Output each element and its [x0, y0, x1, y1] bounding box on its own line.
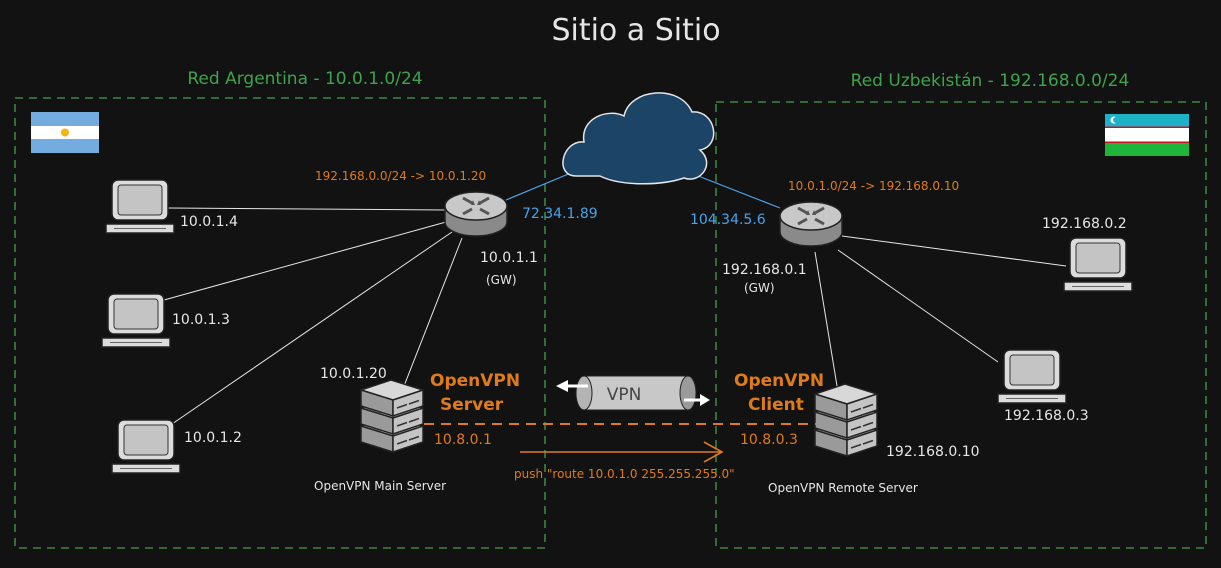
left-server-tunnel-ip: 10.8.0.1	[434, 432, 492, 448]
wan-links	[505, 169, 781, 209]
right-router-route: 10.0.1.0/24 -> 192.168.0.10	[788, 179, 959, 193]
lan-links	[163, 207, 1067, 425]
push-route-label: push "route 10.0.1.0 255.255.255.0"	[514, 467, 735, 481]
left-server-role: Server	[440, 395, 504, 415]
right-server-name: OpenVPN Remote Server	[768, 481, 918, 495]
uzbekistan-network-label: Red Uzbekistán - 192.168.0.0/24	[851, 71, 1130, 91]
argentina-network-boundary	[14, 97, 546, 549]
server-icon	[815, 384, 877, 456]
left-host-ip: 10.0.1.4	[180, 214, 238, 230]
computer-icon	[1063, 237, 1133, 292]
right-host-ip: 192.168.0.2	[1042, 216, 1127, 232]
uzbekistan-flag	[1105, 114, 1189, 156]
right-server-ip: 192.168.0.10	[886, 444, 980, 460]
right-router-gw-ip: 192.168.0.1	[722, 262, 807, 278]
left-host-ip: 10.0.1.3	[172, 312, 230, 328]
vpn-tunnel-icon	[556, 375, 710, 411]
left-router-gw-ip: 10.0.1.1	[480, 250, 538, 266]
left-router-route: 192.168.0.0/24 -> 10.0.1.20	[315, 169, 486, 183]
left-router-public-ip: 72.34.1.89	[522, 206, 598, 222]
push-route-arrow	[520, 441, 724, 463]
right-host-ip: 192.168.0.3	[1004, 408, 1089, 424]
argentina-network-label: Red Argentina - 10.0.1.0/24	[187, 69, 422, 89]
router-icon	[778, 200, 844, 248]
left-server-name: OpenVPN Main Server	[314, 479, 446, 493]
vpn-label: VPN	[607, 385, 642, 405]
right-router-public-ip: 104.34.5.6	[690, 212, 766, 228]
right-router-gw-label: (GW)	[744, 281, 775, 295]
left-server-ip: 10.0.1.20	[320, 366, 387, 382]
computer-icon	[997, 349, 1067, 404]
uzbekistan-network-boundary	[715, 101, 1207, 549]
computer-icon	[105, 179, 175, 234]
argentina-flag	[31, 112, 99, 153]
right-server-role: Client	[748, 395, 804, 415]
computer-icon	[111, 419, 181, 474]
server-icon	[361, 380, 423, 452]
computer-icon	[101, 293, 171, 348]
left-host-ip: 10.0.1.2	[184, 430, 242, 446]
left-server-role: OpenVPN	[430, 371, 520, 391]
right-server-role: OpenVPN	[734, 371, 824, 391]
right-server-tunnel-ip: 10.8.0.3	[740, 432, 798, 448]
router-icon	[443, 190, 509, 238]
diagram-title: Sitio a Sitio	[551, 13, 720, 48]
left-router-gw-label: (GW)	[486, 273, 517, 287]
cloud-icon	[562, 92, 715, 185]
